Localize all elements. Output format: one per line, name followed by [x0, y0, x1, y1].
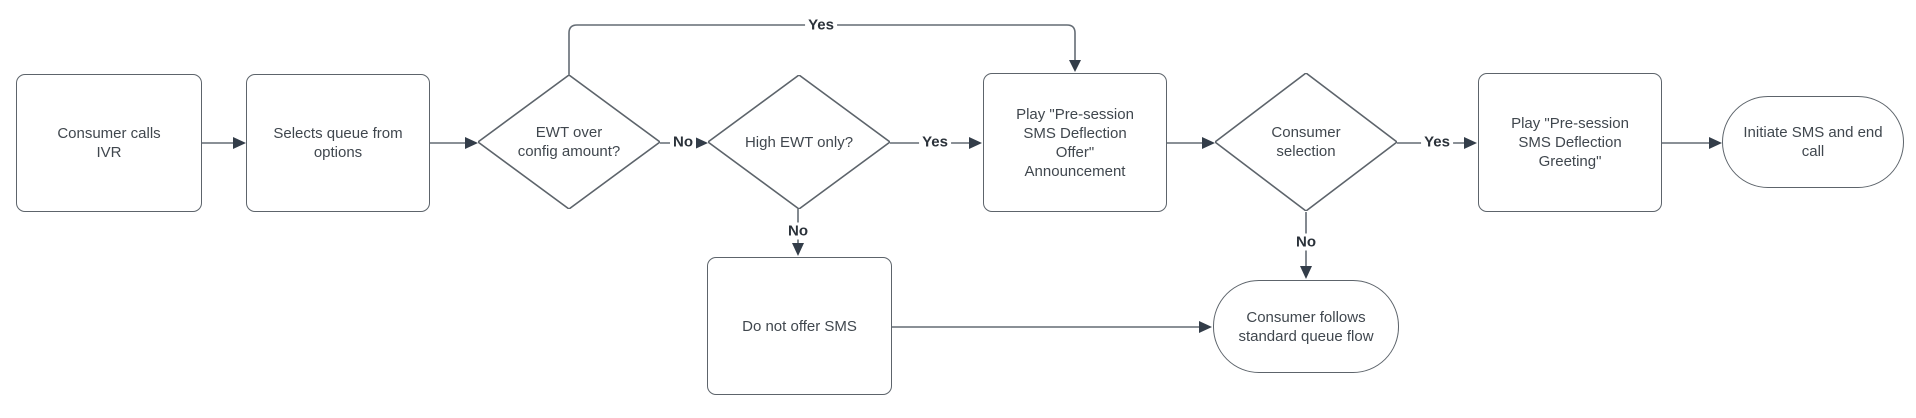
edge-greeting-to-initiate	[1662, 137, 1722, 149]
node-do-not-offer-sms[interactable]: Do not offer SMS	[707, 257, 892, 395]
node-play-presession-sms-deflection-offer-announcement[interactable]: Play "Pre-session SMS Deflection Offer" …	[983, 73, 1167, 212]
edge-selects-to-ewt	[430, 137, 478, 149]
node-label: Play "Pre-session SMS Deflection Greetin…	[1511, 115, 1629, 170]
edge-donotoffer-to-standard	[892, 321, 1212, 333]
node-play-presession-sms-deflection-greeting[interactable]: Play "Pre-session SMS Deflection Greetin…	[1478, 73, 1662, 212]
node-initiate-sms-and-end-call[interactable]: Initiate SMS and end call	[1722, 96, 1904, 188]
diamond-shape	[1215, 73, 1397, 211]
node-consumer-follows-standard-queue-flow[interactable]: Consumer follows standard queue flow	[1213, 280, 1399, 373]
node-label: Initiate SMS and end call	[1743, 124, 1883, 160]
edge-label-selection-yes: Yes	[1421, 133, 1453, 151]
edge-label-ewt-yes: Yes	[805, 16, 837, 34]
node-ewt-over-config-amount[interactable]: EWT over config amount?	[478, 75, 660, 209]
node-label: Consumer calls IVR	[57, 125, 161, 161]
node-consumer-selection[interactable]: Consumer selection	[1215, 73, 1397, 211]
diamond-shape	[708, 75, 890, 209]
node-high-ewt-only[interactable]: High EWT only?	[708, 75, 890, 209]
node-label: High EWT only?	[744, 133, 854, 151]
edge-label-ewt-no: No	[670, 133, 696, 151]
node-consumer-calls-ivr[interactable]: Consumer calls IVR	[16, 74, 202, 212]
diamond-shape	[478, 75, 660, 209]
edge-label-high-ewt-yes: Yes	[919, 133, 951, 151]
node-label: Consumer follows standard queue flow	[1238, 308, 1374, 345]
node-selects-queue-from-options[interactable]: Selects queue from options	[246, 74, 430, 212]
edge-label-high-ewt-no: No	[785, 222, 811, 240]
node-label: EWT over config amount?	[517, 124, 621, 160]
node-label: Play "Pre-session SMS Deflection Offer" …	[1016, 105, 1134, 180]
edge-offer-to-selection	[1167, 137, 1215, 149]
edge-label-selection-no: No	[1293, 233, 1319, 251]
node-label: Consumer selection	[1271, 124, 1341, 160]
node-label: Do not offer SMS	[742, 317, 857, 335]
node-label: Selects queue from options	[273, 125, 403, 161]
edge-consumer-to-selects	[202, 137, 246, 149]
